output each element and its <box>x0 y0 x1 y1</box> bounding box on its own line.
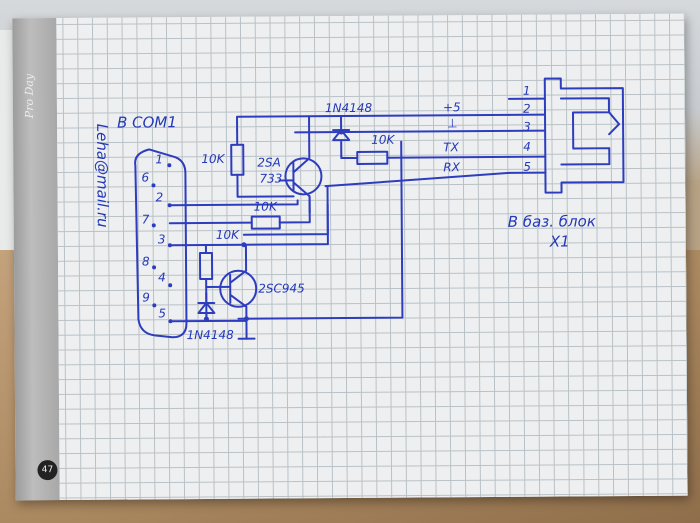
junction-dot-4 <box>338 129 344 135</box>
transistor-q1-label-b: 733 <box>259 171 282 185</box>
wire-r1 <box>236 128 295 198</box>
diode-d1-label: 1N4148 <box>325 101 373 115</box>
signal-plus5: +5 <box>443 100 461 114</box>
signal-tx: TX <box>443 140 459 154</box>
transistor-q1 <box>278 115 323 214</box>
junction-dot-2 <box>243 316 249 322</box>
junction-dot-1 <box>203 316 209 322</box>
schematic-drawing: Leha@mail.ru В COM1 1 6 2 7 3 8 4 9 5 <box>93 77 625 342</box>
transistor-q2 <box>205 243 258 320</box>
resistor-r3-label: 10K <box>254 200 278 214</box>
wire-ground-rail <box>294 129 511 134</box>
resistor-r2-label: 10K <box>371 133 395 147</box>
db9-pin-1: 1 <box>155 152 163 166</box>
db9-pin-6: 6 <box>141 170 149 184</box>
x1-title-line1: В баз. блок <box>508 212 596 231</box>
db9-pin-5: 5 <box>158 306 166 320</box>
wire-plus5-rail <box>236 113 511 131</box>
x1-pin-3: 3 <box>523 120 531 134</box>
wire-r2 <box>340 155 511 160</box>
db9-pin-8: 8 <box>142 254 150 268</box>
notebook-spine: Pro Day 47 <box>12 18 60 501</box>
resistor-r3 <box>250 215 281 230</box>
x1-pin-lines <box>507 97 547 174</box>
resistor-r2 <box>356 150 389 165</box>
x1-pin-4: 4 <box>523 140 531 154</box>
wire-r3 <box>168 199 311 225</box>
resistor-r4-label: 10K <box>216 228 240 242</box>
email-note: Leha@mail.ru <box>93 124 112 228</box>
x1-pin-1: 1 <box>523 84 531 98</box>
db9-pin-7: 7 <box>142 212 150 226</box>
junction-dot-3 <box>241 242 247 248</box>
diode-d2 <box>197 292 216 321</box>
x1-pin-labels: 1 2 3 4 5 <box>523 84 531 174</box>
notebook: Pro Day 47 Leha@mail.ru В COM1 1 6 2 7 3… <box>12 13 688 501</box>
notebook-brand: Pro Day <box>22 73 37 119</box>
resistor-r1 <box>230 143 245 176</box>
db9-pin-9: 9 <box>142 290 150 304</box>
db9-connector-outline <box>134 148 188 339</box>
com1-title: В COM1 <box>117 113 177 131</box>
x1-pin-2: 2 <box>523 102 531 116</box>
x1-title-line2: X1 <box>549 232 570 250</box>
signal-ground: ⊥ <box>447 116 458 130</box>
wire-pin3 <box>168 203 329 247</box>
resistor-r1-label: 10K <box>201 152 225 166</box>
wire-r4 <box>204 244 208 321</box>
page-number-badge: 47 <box>37 460 58 481</box>
transistor-q2-label: 2SC945 <box>258 281 305 295</box>
diode-d2-label: 1N4148 <box>186 328 234 342</box>
signal-rx: RX <box>443 160 460 174</box>
db9-pin-3: 3 <box>158 232 166 246</box>
db9-pin-labels: 1 6 2 7 3 8 4 9 5 <box>141 152 166 320</box>
resistor-r4 <box>198 251 214 281</box>
db9-pin-4: 4 <box>158 270 166 284</box>
diode-d1 <box>332 115 351 158</box>
wire-rx-right <box>308 171 511 214</box>
wire-tx-down <box>237 140 404 320</box>
x1-pin-5: 5 <box>523 160 531 174</box>
db9-pin-2: 2 <box>156 190 164 204</box>
graph-paper-page: Leha@mail.ru В COM1 1 6 2 7 3 8 4 9 5 <box>56 13 688 501</box>
transistor-q1-label-a: 2SA <box>257 155 281 169</box>
x1-connector-body <box>543 77 625 194</box>
